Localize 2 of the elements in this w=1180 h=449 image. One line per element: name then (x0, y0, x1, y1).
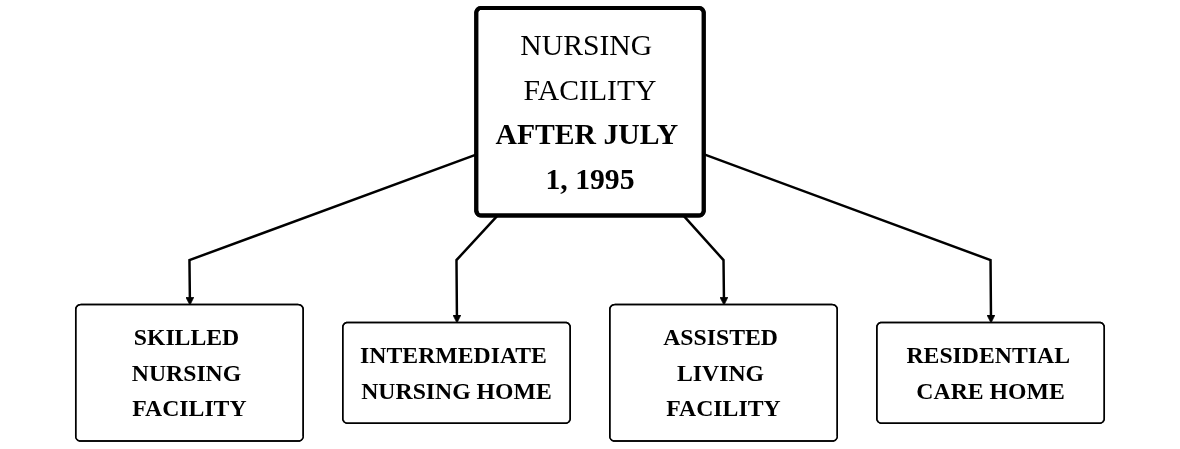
arrow (452, 215, 498, 324)
arrow (683, 215, 729, 306)
